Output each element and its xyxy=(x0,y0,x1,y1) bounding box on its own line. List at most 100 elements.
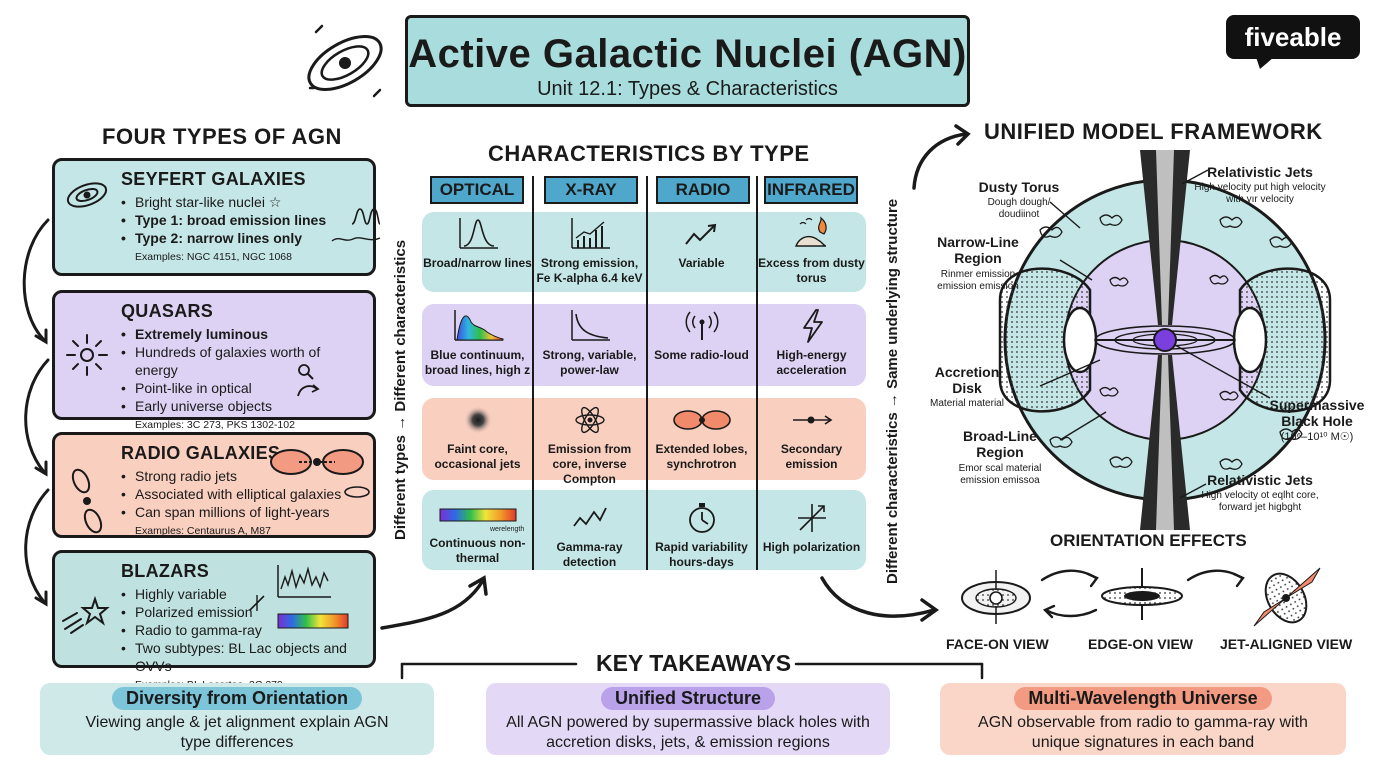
bar-growth-icon xyxy=(570,218,610,249)
card-title-blazars: BLAZARS xyxy=(121,561,210,581)
blue-continuum-icon xyxy=(453,310,503,341)
radio-bullet-2: Associated with elliptical galaxies xyxy=(121,485,363,503)
cell-text: Some radio-loud xyxy=(654,348,749,362)
galaxy-logo-icon xyxy=(307,24,383,98)
cell-text: Broad/narrow lines xyxy=(423,256,532,270)
card-title-radio: RADIO GALAXIES xyxy=(121,443,281,463)
cell-text: Variable xyxy=(678,256,725,270)
seyfert-bullet-2: Type 1: broad emission lines xyxy=(121,211,363,229)
cell-text: High polarization xyxy=(762,540,861,554)
cell-text: Gamma-ray detection xyxy=(556,540,623,569)
cell-r4-radio: Rapid variability hours-days xyxy=(646,500,757,570)
takeaway-title: Unified Structure xyxy=(600,687,775,710)
label-desc: Material material xyxy=(930,398,1004,409)
label-title: Broad-Line Region xyxy=(963,428,1037,460)
col-head-xray: X-RAY xyxy=(544,176,638,204)
label-broad-line: Broad-Line Region Emor scal material emi… xyxy=(948,428,1052,487)
col-head-radio: RADIO xyxy=(656,176,750,204)
cell-r4-optical: werelength Continuous non-thermal xyxy=(422,500,533,566)
quasars-examples: Examples: 3C 273, PKS 1302-102 xyxy=(135,419,295,431)
emission-peak-icon xyxy=(458,218,498,249)
jet-aligned-view-icon xyxy=(1253,567,1321,627)
cell-r3-xray: Emission from core, inverse Compton xyxy=(534,402,645,487)
cell-r1-infrared: Excess from dusty torus xyxy=(756,216,867,286)
power-law-icon xyxy=(570,310,610,341)
quasars-bullet-4: Early universe objects xyxy=(121,397,363,415)
row-band-seyfert xyxy=(422,212,866,292)
stopwatch-icon xyxy=(688,503,715,533)
orientation-arrows xyxy=(1040,569,1245,619)
row-band-blazars xyxy=(422,490,866,570)
cell-r3-radio: Extended lobes, synchrotron xyxy=(646,402,757,472)
dust-heat-icon xyxy=(794,216,827,247)
flow-arrow-to-unified xyxy=(912,124,971,190)
card-title-seyfert: SEYFERT GALAXIES xyxy=(121,169,306,189)
label-narrow-line: Narrow-Line Region Rinmer emission emiss… xyxy=(926,234,1030,293)
cell-r1-radio: Variable xyxy=(646,216,757,271)
label-accretion-disk: Accretion Disk Material material xyxy=(922,364,1012,410)
cell-text: Faint core, occasional jets xyxy=(434,442,521,471)
shooting-star-icon xyxy=(62,595,110,634)
cell-r3-infrared: Secondary emission xyxy=(756,402,867,472)
col-head-optical: OPTICAL xyxy=(430,176,524,204)
card-radio-galaxies: RADIO GALAXIES Strong radio jets Associa… xyxy=(52,432,376,538)
table-divider-1 xyxy=(532,176,534,570)
takeaway-multiwavelength: Multi-Wavelength Universe AGN observable… xyxy=(940,683,1346,755)
takeaways-bracket xyxy=(400,662,984,680)
extended-lobes-icon xyxy=(672,410,731,430)
faint-core-icon xyxy=(463,406,492,434)
radio-lobes-icon xyxy=(71,468,103,534)
atom-icon xyxy=(574,406,605,434)
table-divider-3 xyxy=(756,176,758,570)
label-desc: High velocity put high velocity with yır… xyxy=(1194,182,1326,205)
types-heading: FOUR TYPES OF AGN xyxy=(102,124,342,149)
orientation-heading: ORIENTATION EFFECTS xyxy=(1050,531,1247,550)
bright-star-icon xyxy=(66,334,108,376)
label-jets-top: Relativistic Jets High velocity put high… xyxy=(1180,164,1340,206)
fiveable-logo[interactable]: fiveable xyxy=(1226,15,1360,59)
page-subtitle: Unit 12.1: Types & Characteristics xyxy=(537,78,838,100)
cell-text: Rapid variability hours-days xyxy=(655,540,748,569)
card-seyfert: SEYFERT GALAXIES Bright star-like nuclei… xyxy=(52,158,381,276)
cell-text: Emission from core, inverse Compton xyxy=(547,442,632,486)
variability-plot-icon xyxy=(277,565,331,598)
takeaway-diversity: Diversity from Orientation Viewing angle… xyxy=(40,683,434,755)
cell-text: Blue continuum, broad lines, high z xyxy=(424,348,531,377)
label-jets-bottom: Relativistic Jets High velocity ot eqlht… xyxy=(1180,472,1340,514)
seyfert-examples: Examples: NGC 4151, NGC 1068 xyxy=(135,251,292,263)
takeaway-body: Viewing angle & jet alignment explain AG… xyxy=(85,714,389,751)
row-band-radio xyxy=(422,398,866,480)
radio-examples: Examples: Centaurus A, M87 xyxy=(135,525,271,537)
face-on-view-label: FACE-ON VIEW xyxy=(946,636,1049,652)
card-title-quasars: QUASARS xyxy=(121,301,214,321)
label-title: Supermassive Black Hole xyxy=(1269,397,1365,429)
takeaway-body: All AGN powered by supermassive black ho… xyxy=(506,714,870,751)
broad-line-icon xyxy=(351,208,381,225)
polarization-icon xyxy=(249,595,265,611)
cell-r2-optical: Blue continuum, broad lines, high z xyxy=(422,308,533,378)
blazars-bullet-3: Radio to gamma-ray xyxy=(121,621,363,639)
spiral-galaxy-icon xyxy=(66,182,108,208)
row-band-quasars xyxy=(422,304,866,386)
takeaway-title: Multi-Wavelength Universe xyxy=(1014,687,1272,710)
label-smbh: Supermassive Black Hole (10⁶–10¹⁰ M☉) xyxy=(1262,397,1372,443)
quasars-bullet-3: Point-like in optical xyxy=(121,379,363,397)
lightning-icon xyxy=(802,309,823,343)
label-title: Dusty Torus xyxy=(978,179,1060,195)
blazars-bullet-2: Polarized emission xyxy=(121,603,363,621)
unified-heading: UNIFIED MODEL FRAMEWORK xyxy=(984,119,1323,144)
blazars-bullet-1: Highly variable xyxy=(121,585,363,603)
nonthermal-spectrum-icon xyxy=(439,508,516,522)
curved-arrow-icon xyxy=(297,384,320,397)
cell-r1-optical: Broad/narrow lines xyxy=(422,216,533,271)
takeaway-unified: Unified Structure All AGN powered by sup… xyxy=(486,683,890,755)
cell-r2-infrared: High-energy acceleration xyxy=(756,308,867,378)
jet-aligned-view-label: JET-ALIGNED VIEW xyxy=(1220,636,1353,652)
right-side-caption: Different characteristics → Same underly… xyxy=(884,198,901,584)
edge-on-view-label: EDGE-ON VIEW xyxy=(1088,636,1194,652)
quasars-bullet-1: Extremely luminous xyxy=(121,325,363,343)
takeaways-heading: KEY TAKEAWAYS xyxy=(596,650,792,676)
blazars-bullet-4: Two subtypes: BL Lac objects and OVVs xyxy=(121,639,363,675)
emission-arrow-icon xyxy=(792,415,832,425)
table-divider-2 xyxy=(646,176,648,570)
